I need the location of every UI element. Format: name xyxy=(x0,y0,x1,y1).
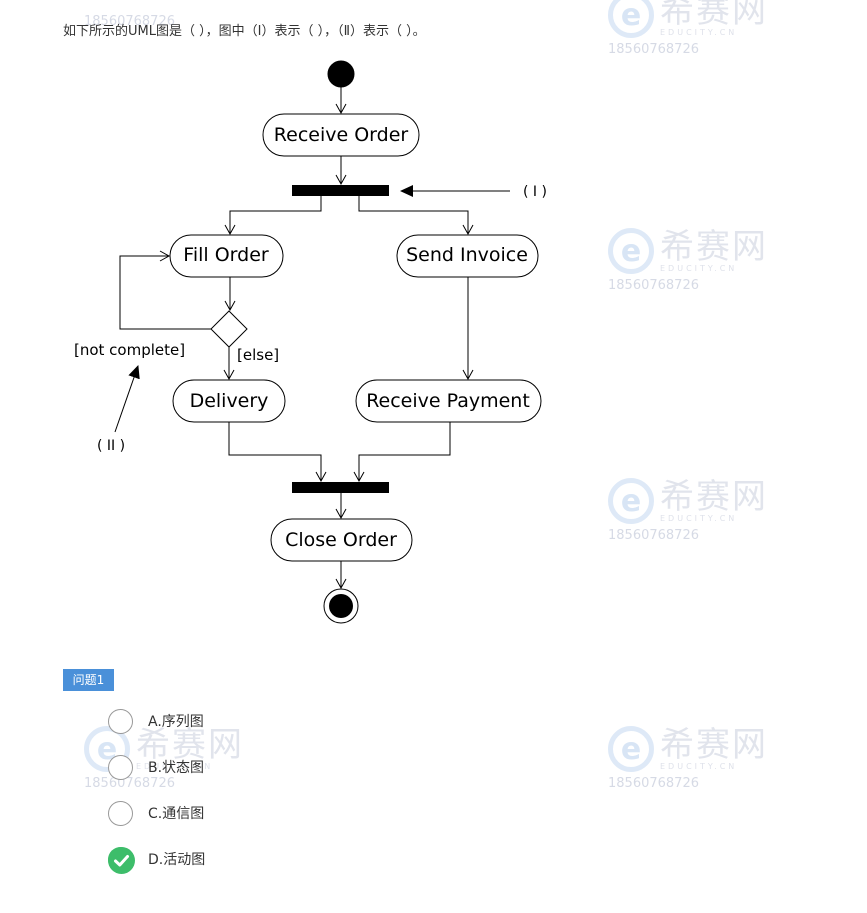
option-label: B.状态图 xyxy=(148,760,205,776)
decision-node xyxy=(210,310,248,348)
problem-tag: 问题1 xyxy=(63,669,114,691)
marker-label-2: ( II ) xyxy=(97,438,125,454)
uml-activity-diagram: Receive Order Fill Order Send Invoice De… xyxy=(74,60,547,624)
option-label: A.序列图 xyxy=(148,714,204,730)
guard-else: [else] xyxy=(237,346,279,364)
flow-not-complete-loop xyxy=(119,250,211,330)
option-a[interactable]: A.序列图 xyxy=(108,707,204,735)
watermark-brand: 希赛网 xyxy=(660,724,768,765)
watermark-logo-icon: e xyxy=(608,726,654,772)
guard-not-complete: [not complete] xyxy=(74,341,185,359)
flow-fork-to-invoice xyxy=(358,196,474,236)
action-receive-payment xyxy=(355,379,542,423)
label-close-order: Close Order xyxy=(285,529,397,551)
flow-payment-to-join xyxy=(353,422,451,483)
radio-circle-icon[interactable] xyxy=(108,708,133,734)
initial-node xyxy=(327,60,355,88)
label-send-invoice: Send Invoice xyxy=(406,244,528,266)
label-receive-payment: Receive Payment xyxy=(366,390,530,412)
flow-delivery-to-join xyxy=(228,422,327,483)
watermark-phone: 18560768726 xyxy=(608,776,699,791)
flow-fork-to-fill xyxy=(224,196,322,236)
radio-circle-icon[interactable] xyxy=(108,800,133,826)
fork-bar xyxy=(292,185,389,196)
radio-circle-icon[interactable] xyxy=(108,754,133,780)
marker-label-1: ( I ) xyxy=(523,184,547,200)
option-label: C.通信图 xyxy=(148,806,205,822)
option-d[interactable]: D.活动图 xyxy=(108,845,206,874)
option-label: D.活动图 xyxy=(148,852,206,868)
arrow-label-2 xyxy=(114,365,140,433)
label-receive-order: Receive Order xyxy=(274,124,409,146)
join-bar xyxy=(292,482,389,493)
final-node-inner xyxy=(329,594,353,618)
option-c[interactable]: C.通信图 xyxy=(108,799,204,827)
label-fill-order: Fill Order xyxy=(183,244,269,266)
watermark-sub: EDUCITY.CN xyxy=(660,761,738,771)
watermark-bottom-right: e 希赛网 EDUCITY.CN 18560768726 xyxy=(608,726,768,791)
question-text: 如下所示的UML图是（ ），图中（Ⅰ）表示（ ），（Ⅱ）表示（ ）。 xyxy=(63,24,426,39)
check-circle-icon[interactable] xyxy=(108,846,135,874)
option-b[interactable]: B.状态图 xyxy=(108,753,204,781)
label-delivery: Delivery xyxy=(190,390,269,412)
